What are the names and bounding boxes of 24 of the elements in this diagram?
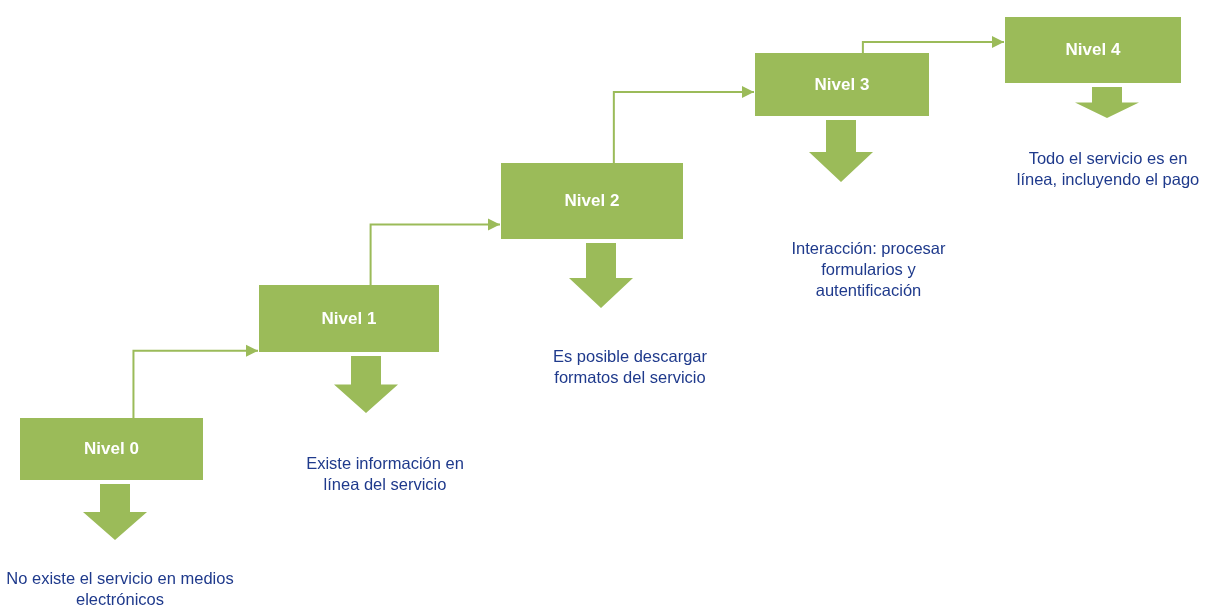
elbow-arrow <box>861 36 1005 54</box>
block-arrow <box>334 356 398 413</box>
level-description: Interacción: procesar formularios y autentificación <box>790 238 947 301</box>
level-box <box>501 163 683 239</box>
block-arrow <box>569 243 633 308</box>
level-label: Nivel 2 <box>564 191 620 211</box>
level-label: Nivel 0 <box>84 439 139 459</box>
block-arrow <box>1075 87 1139 118</box>
level-description: Existe información en línea del servicio <box>305 453 465 495</box>
level-label: Nivel 1 <box>321 308 377 329</box>
level-box <box>755 53 929 116</box>
level-label: Nivel 3 <box>814 74 870 95</box>
elbow-arrow <box>132 344 259 419</box>
elbow-arrow <box>612 86 755 164</box>
level-description: Es posible descargar formatos del servicio <box>551 346 709 388</box>
level-description: Todo el servicio es en línea, incluyendo el pago <box>1015 148 1201 190</box>
level-box <box>259 285 439 352</box>
block-arrow <box>809 120 873 182</box>
level-box <box>20 418 203 480</box>
level-description: No existe el servicio en medios electrónicos <box>5 568 235 610</box>
block-arrow <box>83 484 147 540</box>
elbow-arrow <box>369 218 501 286</box>
level-label: Nivel 4 <box>1065 40 1121 60</box>
level-box <box>1005 17 1181 83</box>
